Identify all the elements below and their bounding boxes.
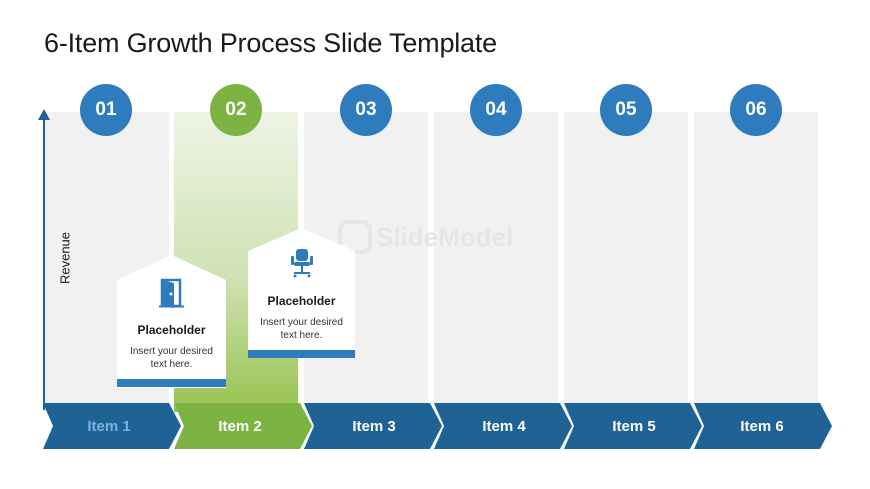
- column-5: [564, 112, 688, 412]
- axis-arrow-icon: [38, 109, 50, 120]
- card-2-title: Placeholder: [267, 294, 336, 308]
- card-2: Placeholder Insert your desired text her…: [248, 228, 355, 358]
- chevron-item-5: Item 5: [564, 403, 702, 449]
- watermark: SlideModel: [338, 220, 513, 254]
- chevron-item-4: Item 4: [434, 403, 572, 449]
- card-1-accent-bar: [117, 379, 226, 387]
- step-badge-1: 01: [80, 84, 132, 136]
- chevron-item-3: Item 3: [304, 403, 442, 449]
- chevron-item-2: Item 2: [174, 403, 312, 449]
- slide-title: 6-Item Growth Process Slide Template: [44, 28, 497, 58]
- column-4: [434, 112, 558, 412]
- watermark-logo-icon: [338, 220, 372, 254]
- step-badge-3: 03: [340, 84, 392, 136]
- card-1-desc-line1: Insert your desired: [130, 346, 213, 357]
- chevron-item-1: Item 1: [43, 403, 181, 449]
- step-badge-6: 06: [730, 84, 782, 136]
- door-icon: [159, 278, 184, 308]
- card-1-desc-line2: text here.: [150, 359, 193, 370]
- chevron-item-1-label: Item 1: [87, 417, 131, 435]
- chevron-item-6: Item 6: [694, 403, 832, 449]
- axis-label: Revenue: [57, 231, 73, 285]
- card-2-desc-line2: text here.: [280, 330, 323, 341]
- office-chair-icon: [291, 249, 313, 278]
- step-badge-2: 02: [210, 84, 262, 136]
- column-6: [694, 112, 818, 412]
- card-1-title: Placeholder: [137, 323, 206, 337]
- card-2-accent-bar: [248, 350, 355, 358]
- revenue-axis-line: [43, 118, 45, 410]
- chevron-item-4-label: Item 4: [482, 417, 526, 435]
- step-badge-5: 05: [600, 84, 652, 136]
- card-1: Placeholder Insert your desired text her…: [117, 255, 226, 388]
- card-2-desc-line1: Insert your desired: [260, 317, 343, 328]
- watermark-text: SlideModel: [376, 221, 514, 252]
- chevron-item-2-label: Item 2: [218, 417, 262, 435]
- chevron-item-5-label: Item 5: [612, 417, 656, 435]
- chevron-item-6-label: Item 6: [740, 417, 784, 435]
- chevron-item-3-label: Item 3: [352, 417, 396, 435]
- step-badge-4: 04: [470, 84, 522, 136]
